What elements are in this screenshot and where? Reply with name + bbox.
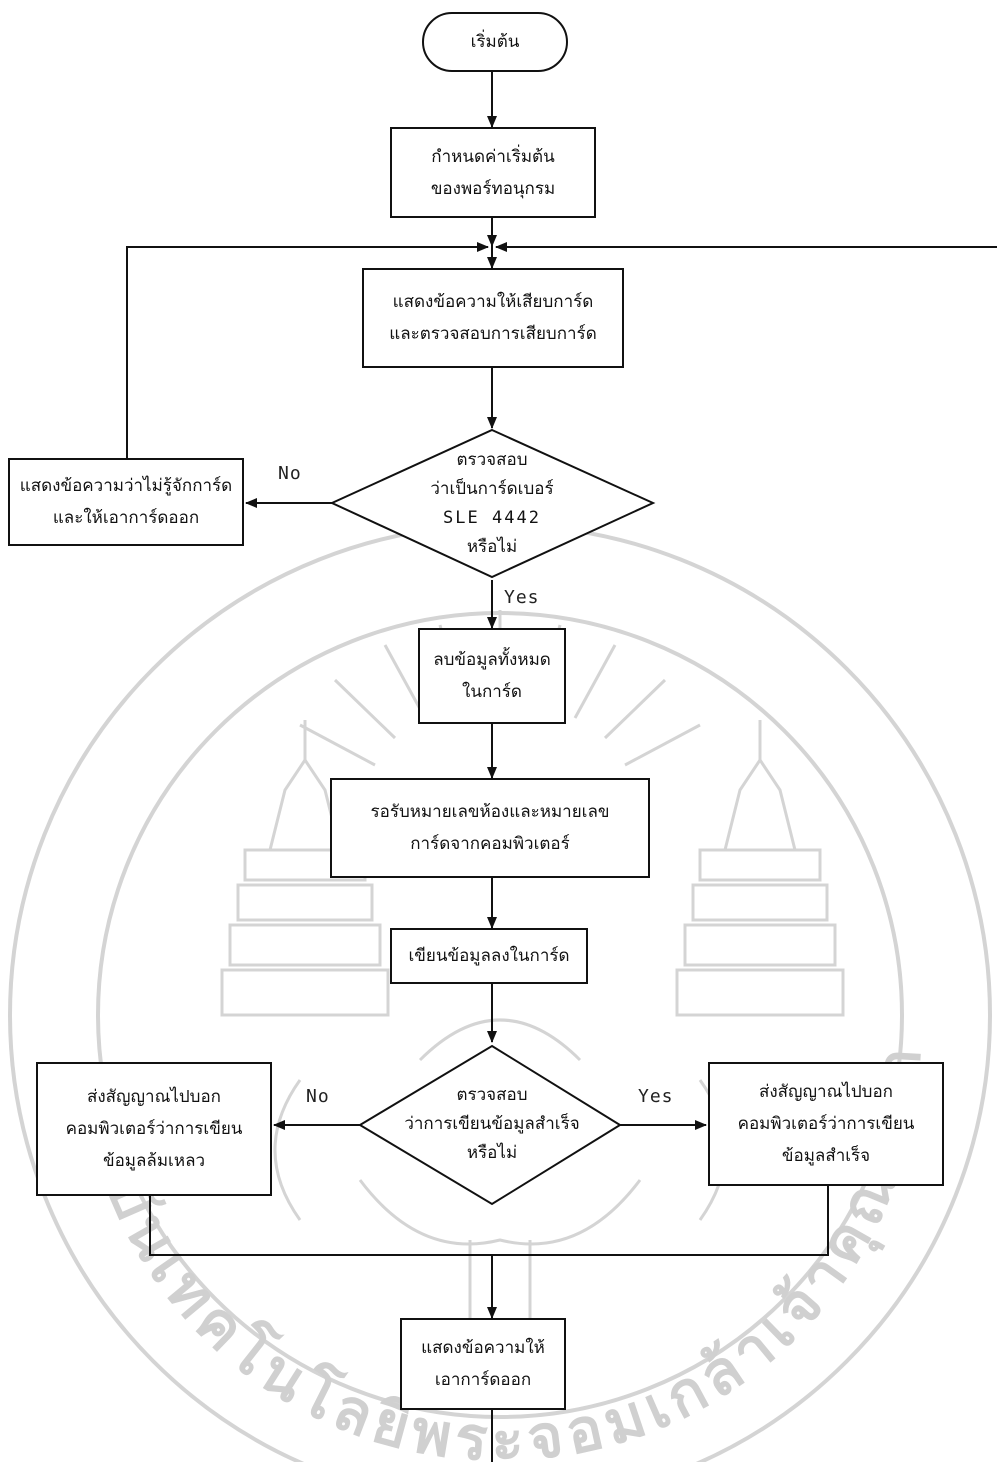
unknown-card-line1: แสดงข้อความว่าไม่รู้จักการ์ด <box>19 476 233 496</box>
check-card-line3: SLE 4442 <box>443 508 541 528</box>
show-insert-line2: และตรวจสอบการเสียบการ์ด <box>389 324 597 344</box>
wait-numbers-box: รอรับหมายเลขห้องและหมายเลข การ์ดจากคอมพิ… <box>330 778 650 878</box>
init-line2: ของพอร์ทอนุกรม <box>430 178 556 199</box>
write-card-box: เขียนข้อมูลลงในการ์ด <box>390 928 588 984</box>
init-line1: กำหนดค่าเริ่มต้น <box>431 146 555 167</box>
remove-line2: เอาการ์ดออก <box>434 1370 532 1390</box>
edge-label-card-no: No <box>278 463 302 484</box>
unknown-card-box: แสดงข้อความว่าไม่รู้จักการ์ด และให้เอากา… <box>8 458 244 546</box>
success-line1: ส่งสัญญาณไปบอก <box>759 1082 893 1102</box>
show-insert-card-box: แสดงข้อความให้เสียบการ์ด และตรวจสอบการเส… <box>362 268 624 368</box>
write-label: เขียนข้อมูลลงในการ์ด <box>408 946 570 966</box>
wait-line1: รอรับหมายเลขห้องและหมายเลข <box>370 802 610 822</box>
decision-write-shape <box>358 1044 622 1206</box>
edge-fail-merge <box>149 1196 492 1256</box>
success-line2: คอมพิวเตอร์ว่าการเขียน <box>737 1114 915 1134</box>
check-card-line4: หรือไม่ <box>466 537 518 557</box>
edge-label-write-no: No <box>306 1086 330 1107</box>
decision-card-shape <box>329 428 656 579</box>
check-write-line2: ว่าการเขียนข้อมูลสำเร็จ <box>404 1113 580 1134</box>
remove-line1: แสดงข้อความให้ <box>421 1338 545 1358</box>
unknown-card-line2: และให้เอาการ์ดออก <box>52 508 200 528</box>
success-signal-box: ส่งสัญญาณไปบอก คอมพิวเตอร์ว่าการเขียน ข้… <box>708 1062 944 1186</box>
erase-card-box: ลบข้อมูลทั้งหมด ในการ์ด <box>418 628 566 724</box>
edge-label-card-yes: Yes <box>504 587 540 608</box>
fail-signal-box: ส่งสัญญาณไปบอก คอมพิวเตอร์ว่าการเขียน ข้… <box>36 1062 272 1196</box>
check-write-line3: หรือไม่ <box>466 1142 518 1163</box>
success-line3: ข้อมูลสำเร็จ <box>781 1146 871 1166</box>
check-card-line2: ว่าเป็นการ์ดเบอร์ <box>430 479 554 499</box>
check-card-line1: ตรวจสอบ <box>456 450 528 470</box>
decision-card-type: ตรวจสอบ ว่าเป็นการ์ดเบอร์ SLE 4442 หรือไ… <box>372 438 612 570</box>
decision-write-success: ตรวจสอบ ว่าการเขียนข้อมูลสำเร็จ หรือไม่ <box>372 1072 612 1176</box>
erase-line1: ลบข้อมูลทั้งหมด <box>433 650 551 670</box>
init-serial-port-box: กำหนดค่าเริ่มต้น ของพอร์ทอนุกรม <box>390 127 596 218</box>
start-terminator: เริ่มต้น <box>422 12 568 72</box>
erase-line2: ในการ์ด <box>462 682 522 702</box>
fail-line2: คอมพิวเตอร์ว่าการเขียน <box>65 1119 243 1139</box>
show-insert-line1: แสดงข้อความให้เสียบการ์ด <box>392 292 594 312</box>
edge-label-write-yes: Yes <box>638 1086 674 1107</box>
edge-unknown-loop <box>126 242 489 458</box>
check-write-line1: ตรวจสอบ <box>456 1084 528 1105</box>
start-label: เริ่มต้น <box>470 32 520 52</box>
wait-line2: การ์ดจากคอมพิวเตอร์ <box>410 834 570 854</box>
fail-line1: ส่งสัญญาณไปบอก <box>87 1087 221 1107</box>
edge-success-merge <box>492 1185 829 1256</box>
remove-card-box: แสดงข้อความให้ เอาการ์ดออก <box>400 1318 566 1410</box>
fail-line3: ข้อมูลล้มเหลว <box>102 1151 206 1171</box>
